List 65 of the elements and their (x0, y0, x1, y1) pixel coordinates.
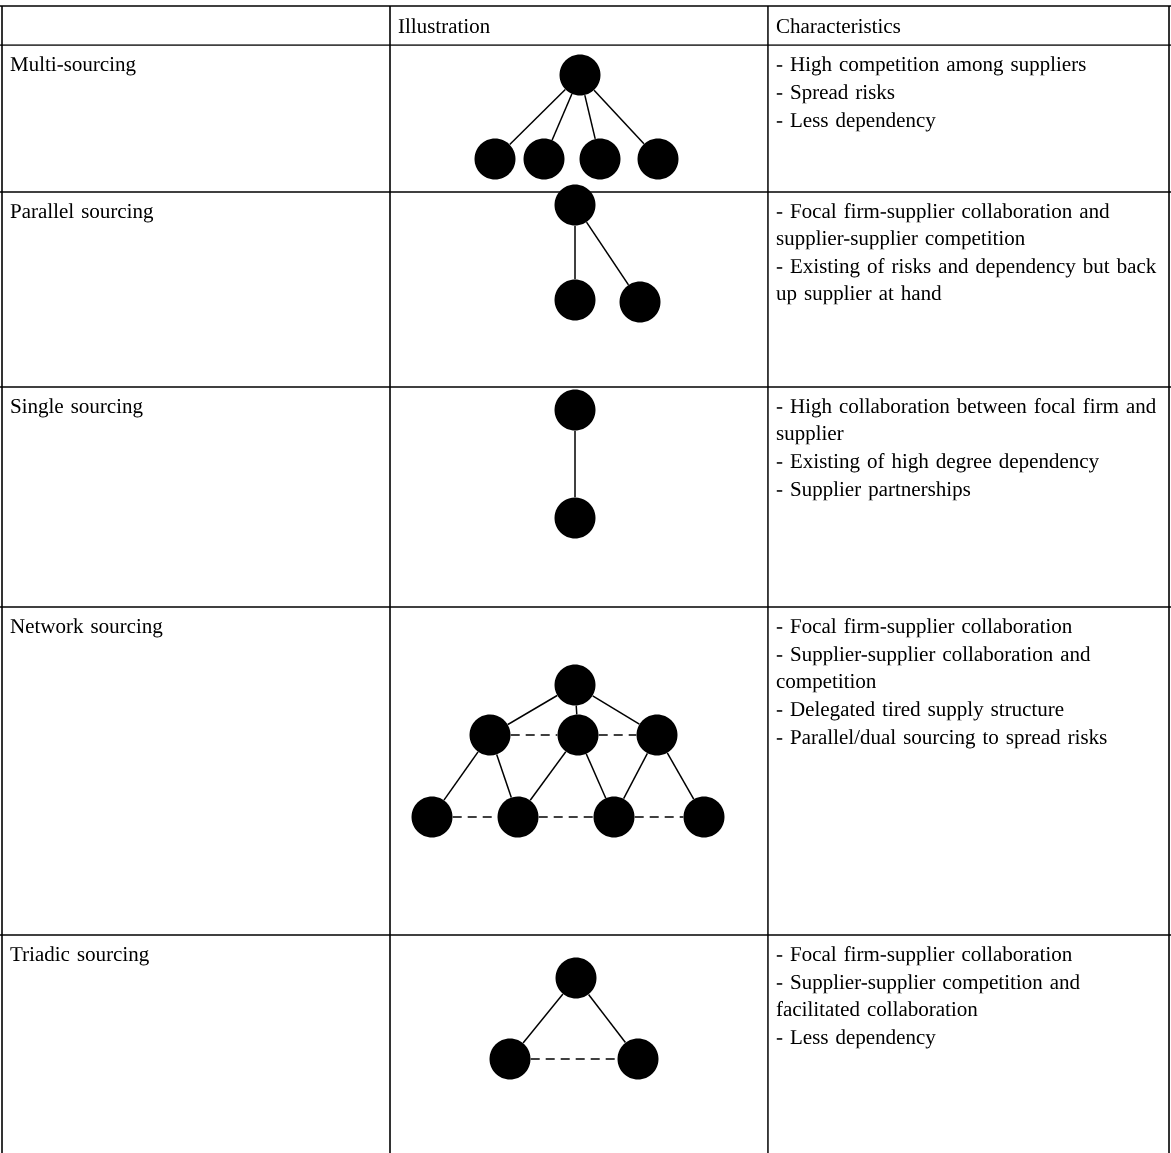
node-circle (554, 184, 596, 226)
bullet-text: - High collaboration between focal firm and supplier (776, 398, 1156, 445)
column-heading: Characteristics (776, 18, 901, 34)
node-circle (411, 796, 453, 838)
bullet-text: - Existing of risks and dependency but back up supplier at hand (776, 258, 1157, 305)
connector-line (443, 751, 479, 801)
connector-line (574, 429, 576, 499)
dashed-line (537, 816, 595, 818)
node-circle (554, 497, 596, 539)
connector-line (522, 993, 564, 1044)
connector-line (622, 752, 649, 800)
bullet-text: - Existing of high degree dependency (776, 453, 1099, 473)
node-circle (637, 138, 679, 180)
row-heading: Network sourcing (10, 618, 163, 638)
connector-line (666, 752, 695, 800)
bullet-text: - Focal firm-supplier collaboration and supplier-supplier competition (776, 203, 1110, 250)
connector-line (585, 753, 607, 799)
connector-line (509, 88, 567, 146)
bullet-text: - Supplier partnerships (776, 481, 971, 501)
dashed-line (633, 816, 685, 818)
node-circle (683, 796, 725, 838)
connector-line (495, 753, 513, 799)
node-circle (593, 796, 635, 838)
node-circle (636, 714, 678, 756)
row-heading: Multi-sourcing (10, 56, 136, 76)
bullet-text: - Less dependency (776, 112, 936, 132)
connector-line (574, 224, 576, 281)
node-circle (617, 1038, 659, 1080)
bullet-text: - High competition among suppliers (776, 56, 1086, 76)
node-circle (554, 279, 596, 321)
column-heading: Illustration (398, 18, 490, 34)
connector-line (584, 94, 596, 140)
connector-line (529, 750, 567, 802)
node-circle (523, 138, 565, 180)
node-circle (474, 138, 516, 180)
dashed-line (509, 734, 559, 736)
row-heading: Parallel sourcing (10, 203, 154, 223)
connector-line (551, 93, 573, 141)
bullet-text: - Parallel/dual sourcing to spread risks (776, 729, 1107, 749)
connector-line (585, 221, 630, 286)
node-circle (489, 1038, 531, 1080)
node-circle (559, 54, 601, 96)
bullet-text: - Less dependency (776, 1029, 936, 1049)
node-circle (554, 389, 596, 431)
node-circle (555, 957, 597, 999)
connector-line (593, 89, 645, 145)
node-circle (554, 664, 596, 706)
node-circle (469, 714, 511, 756)
bullet-text: - Focal firm-supplier collaboration (776, 618, 1072, 638)
connector-line (591, 695, 641, 725)
node-circle (557, 714, 599, 756)
bullet-text: - Supplier-supplier competition and facilitated collaboration (776, 974, 1080, 1017)
row-heading: Triadic sourcing (10, 946, 149, 966)
dashed-line (597, 734, 638, 736)
bullet-text: - Focal firm-supplier collaboration (776, 946, 1072, 966)
connector-line (575, 704, 578, 716)
bullet-text: - Delegated tired supply structure (776, 701, 1064, 721)
node-circle (579, 138, 621, 180)
row-heading: Single sourcing (11, 398, 143, 418)
connector-line (507, 694, 558, 726)
connector-line (587, 993, 627, 1044)
node-circle (497, 796, 539, 838)
node-circle (619, 281, 661, 323)
bullet-text: - Supplier-supplier collaboration and competition (776, 646, 1091, 693)
bullet-text: - Spread risks (776, 84, 895, 104)
